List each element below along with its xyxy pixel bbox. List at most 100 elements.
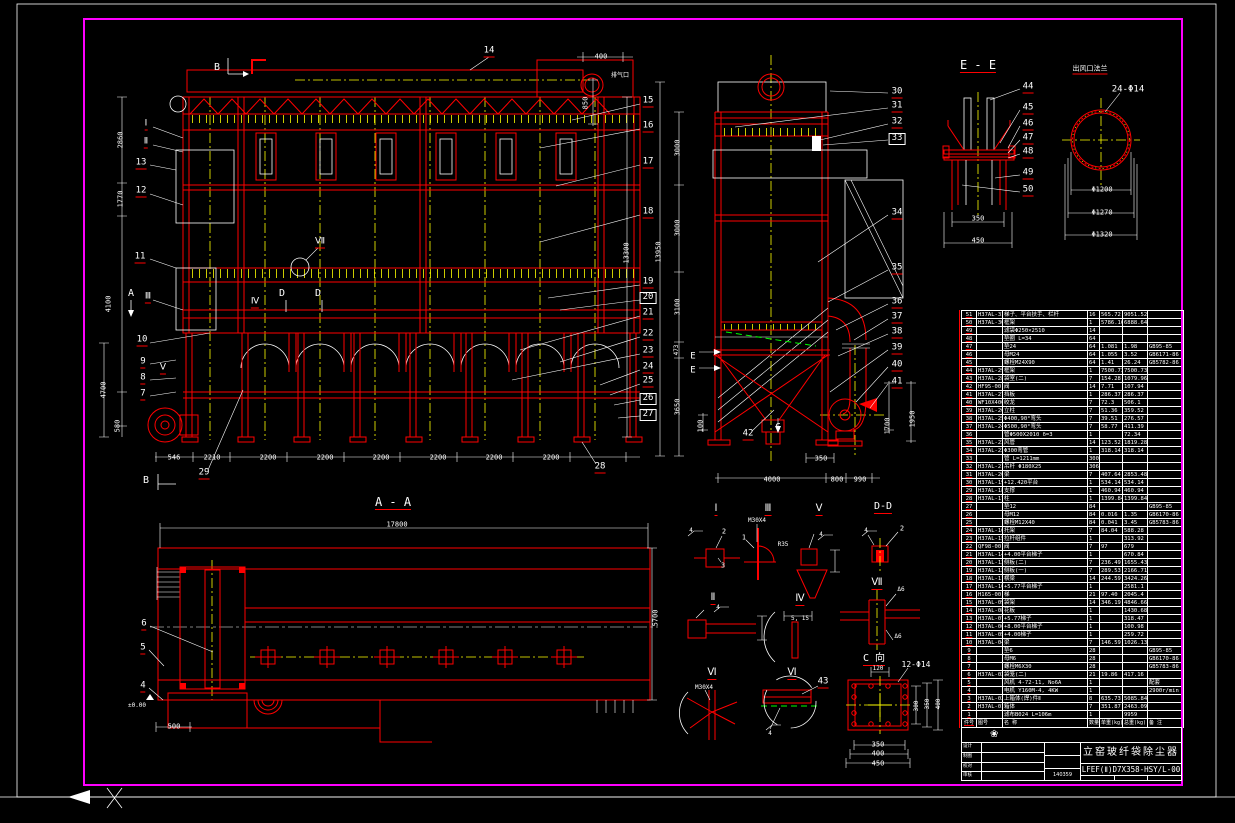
parts-cell xyxy=(1123,335,1148,343)
parts-cell: H37AL-26 xyxy=(977,407,1003,415)
parts-cell: 上箱体(焊)件Ⅱ xyxy=(1003,695,1088,703)
parts-cell: 7500.73 xyxy=(1100,367,1123,375)
parts-cell: 1399.84 xyxy=(1123,495,1148,503)
parts-cell xyxy=(977,655,1003,663)
parts-cell: 1 xyxy=(1088,319,1100,327)
ucs-x-icon xyxy=(106,787,123,809)
parts-cell: 460.94 xyxy=(1123,487,1148,495)
parts-cell: 3.45 xyxy=(1123,519,1148,527)
parts-cell xyxy=(1100,431,1123,439)
parts-cell xyxy=(1100,615,1123,623)
parts-cell: 7500.73 xyxy=(1123,367,1148,375)
parts-cell xyxy=(1148,559,1181,567)
parts-cell: 460.94 xyxy=(1100,487,1123,495)
parts-cell: WF10X400 xyxy=(977,399,1003,407)
parts-cell: 1655.43 xyxy=(1123,559,1148,567)
parts-cell xyxy=(1148,367,1181,375)
parts-cell: 58.77 xyxy=(1100,423,1123,431)
parts-cell: 2166.71 xyxy=(1123,567,1148,575)
titleblock-value xyxy=(982,763,1044,772)
parts-cell: 28 xyxy=(962,495,977,503)
titleblock-value xyxy=(982,753,1044,762)
parts-cell xyxy=(1148,487,1181,495)
parts-cell: 37 xyxy=(962,423,977,431)
side-elevation-view xyxy=(698,55,916,483)
parts-cell: 7 xyxy=(1088,471,1100,479)
parts-cell: 46 xyxy=(962,351,977,359)
parts-cell: 1819.28 xyxy=(1123,439,1148,447)
parts-cell: 1026.13 xyxy=(1123,639,1148,647)
parts-cell xyxy=(1100,551,1123,559)
parts-cell: 97.40 xyxy=(1100,591,1123,599)
parts-cell xyxy=(1148,615,1181,623)
parts-cell: +5.77梯子 xyxy=(1003,615,1088,623)
parts-cell: 梯 xyxy=(1003,591,1088,599)
parts-cell: 286.37 xyxy=(1123,391,1148,399)
parts-cell: 40 xyxy=(962,399,977,407)
parts-cell xyxy=(1123,663,1148,671)
parts-cell: 42 xyxy=(962,383,977,391)
ucs-arrow-icon xyxy=(68,790,90,804)
titleblock-label: 审核 xyxy=(962,772,982,781)
parts-cell: 146.59 xyxy=(1100,639,1123,647)
parts-cell: 螺栓M12X40 xyxy=(1003,519,1088,527)
parts-cell: 20 xyxy=(962,559,977,567)
parts-cell: 318.14 xyxy=(1100,447,1123,455)
parts-cell: 313.92 xyxy=(1123,535,1148,543)
parts-cell: 7 xyxy=(1088,407,1100,415)
parts-cell: 244.59 xyxy=(1100,575,1123,583)
parts-cell xyxy=(1148,447,1181,455)
parts-cell: 588.28 xyxy=(1123,527,1148,535)
parts-cell xyxy=(1123,655,1148,663)
parts-cell: 2 xyxy=(962,703,977,711)
parts-cell xyxy=(1148,695,1181,703)
parts-cell: 300 xyxy=(1088,455,1100,463)
parts-cell: 29 xyxy=(962,487,977,495)
parts-cell: 411.39 xyxy=(1123,423,1148,431)
parts-cell xyxy=(1148,423,1181,431)
parts-cell xyxy=(1148,623,1181,631)
parts-cell xyxy=(1148,703,1181,711)
parts-cell xyxy=(1100,687,1123,695)
parts-cell xyxy=(1100,607,1123,615)
parts-cell: 螺栓M24X90 xyxy=(1003,359,1088,367)
parts-cell: 挡板 xyxy=(1003,391,1088,399)
parts-cell xyxy=(1148,455,1181,463)
title-block-cell xyxy=(1148,776,1181,781)
parts-cell: 垫6 xyxy=(1003,647,1088,655)
parts-cell: 0.016 xyxy=(1100,511,1123,519)
parts-cell: +12.420平台 xyxy=(1003,479,1088,487)
parts-cell: H37AL-19 xyxy=(977,479,1003,487)
parts-cell: H37AL-22 xyxy=(977,447,1003,455)
parts-cell: 10 xyxy=(962,639,977,647)
parts-cell: H37AL-07 xyxy=(977,615,1003,623)
parts-cell xyxy=(977,455,1003,463)
parts-cell: 14 xyxy=(1088,383,1100,391)
parts-cell: 拉杆组件 xyxy=(1003,535,1088,543)
parts-cell: H37AL-28 xyxy=(977,375,1003,383)
parts-cell: 21 xyxy=(1088,671,1100,679)
parts-cell: 31 xyxy=(962,471,977,479)
drawing-number: LFEF(Ⅱ)D7X358-HSY/L-00 xyxy=(1081,765,1181,776)
parts-cell xyxy=(1148,551,1181,559)
parts-cell: 2463.09 xyxy=(1123,703,1148,711)
parts-cell xyxy=(977,335,1003,343)
parts-cell: 351.87 xyxy=(1100,703,1123,711)
parts-cell: 2581.1 xyxy=(1123,583,1148,591)
